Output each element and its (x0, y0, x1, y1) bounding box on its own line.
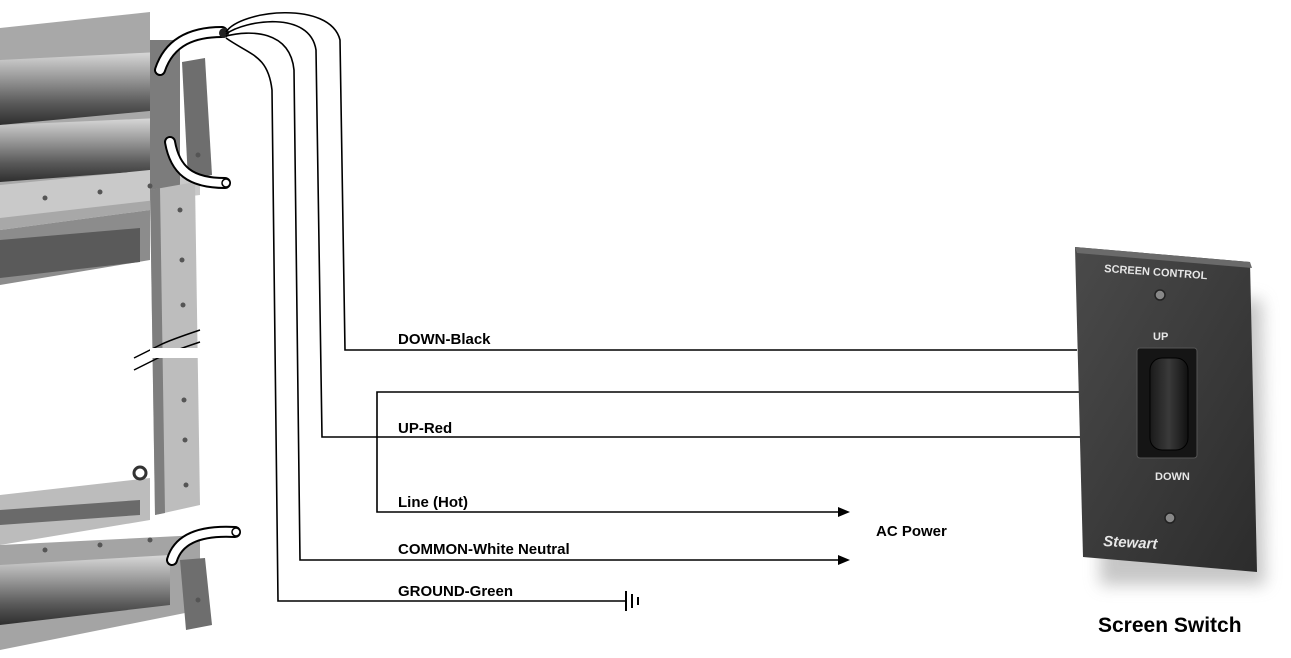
plate-down-label: DOWN (1155, 471, 1190, 483)
plate-screw-icon (1164, 512, 1176, 524)
rocker-switch[interactable] (1149, 357, 1189, 451)
label-common-white-neutral: COMMON-White Neutral (398, 541, 570, 558)
label-down-black: DOWN-Black (398, 331, 491, 348)
switch-plate: SCREEN CONTROL UP DOWN Stewart (1075, 247, 1265, 585)
wires (225, 12, 1083, 602)
cable-tubes (154, 26, 241, 566)
ground-symbol-icon (625, 591, 639, 611)
label-ac-power: AC Power (876, 523, 947, 540)
arrow-icon (838, 555, 850, 565)
label-ground-green: GROUND-Green (398, 583, 514, 600)
wire-common-white (225, 32, 838, 561)
wire-ground-green (225, 37, 625, 602)
label-line-hot: Line (Hot) (398, 494, 468, 511)
plate-brand: Stewart (1103, 533, 1159, 553)
plate-up-label: UP (1153, 331, 1168, 343)
plate-screw-icon (1154, 289, 1166, 301)
label-up-red: UP-Red (398, 420, 453, 437)
wire-line-hot (376, 391, 1083, 513)
wire-down-black (225, 12, 1077, 351)
caption-screen-switch: Screen Switch (1098, 614, 1242, 637)
arrow-icon (838, 507, 850, 517)
wire-up-red (225, 20, 1082, 438)
